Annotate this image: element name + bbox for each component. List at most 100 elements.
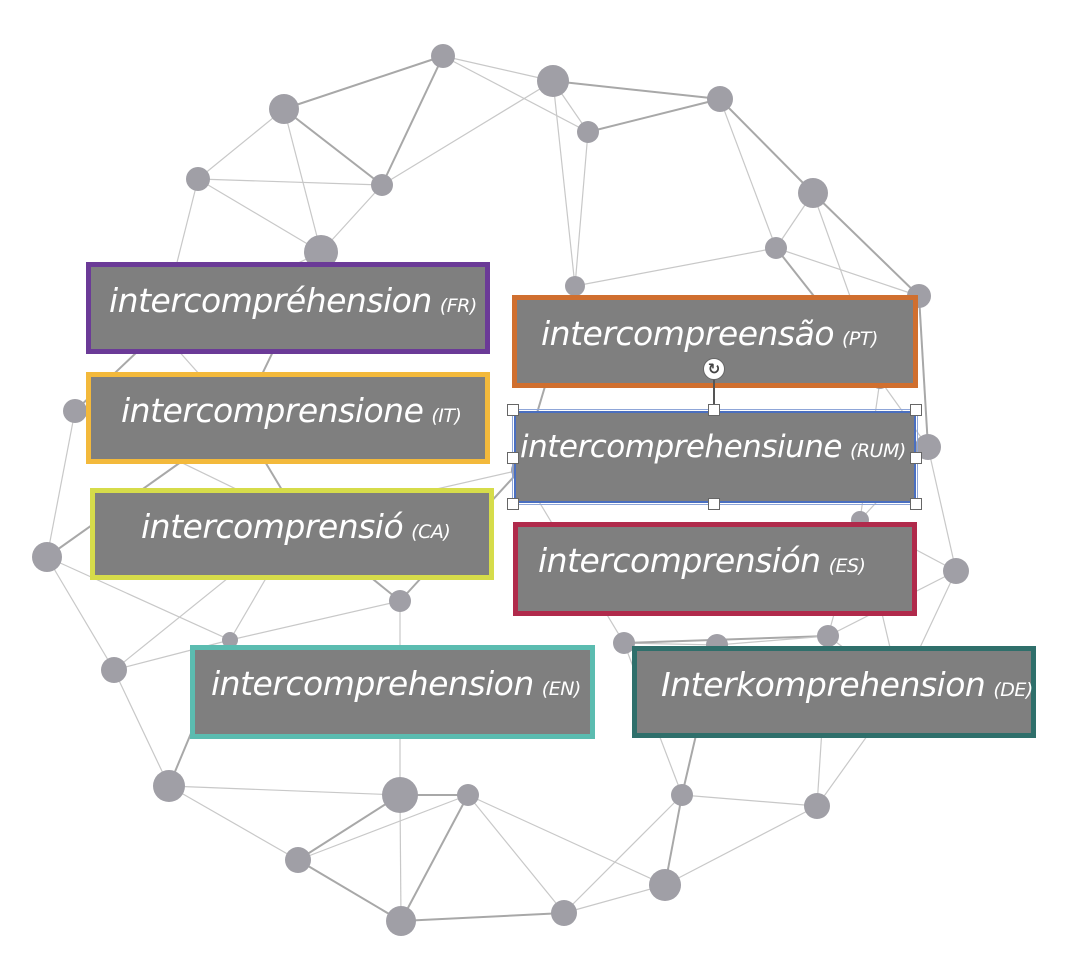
network-edge bbox=[168, 785, 299, 861]
word: intercomprensione bbox=[121, 391, 424, 430]
network-node bbox=[63, 399, 87, 423]
resize-handle-sw[interactable] bbox=[507, 498, 519, 510]
network-edge bbox=[442, 55, 554, 82]
network-edge bbox=[381, 55, 444, 186]
label-box-de[interactable]: Interkomprehension (DE) bbox=[632, 646, 1036, 738]
lang-code: (DE) bbox=[993, 679, 1033, 701]
resize-handle-e[interactable] bbox=[910, 452, 922, 464]
network-node bbox=[304, 235, 338, 269]
label-box-en[interactable]: intercomprehension (EN) bbox=[190, 645, 595, 739]
network-edge bbox=[918, 295, 929, 448]
network-node bbox=[765, 237, 787, 259]
network-node bbox=[186, 167, 210, 191]
lang-code: (PT) bbox=[842, 328, 878, 350]
rotate-handle-icon[interactable]: ↻ bbox=[703, 358, 725, 380]
network-node bbox=[804, 793, 830, 819]
network-edge bbox=[681, 794, 818, 807]
word: intercompreensão bbox=[541, 314, 835, 353]
label-box-pt[interactable]: intercompreensão (PT) bbox=[512, 295, 918, 388]
network-edge bbox=[400, 912, 565, 922]
network-node bbox=[153, 770, 185, 802]
network-node bbox=[222, 632, 238, 648]
word: intercomprensió bbox=[141, 507, 404, 546]
network-node bbox=[649, 869, 681, 901]
network-edge bbox=[297, 794, 469, 861]
network-edge bbox=[46, 556, 231, 641]
network-node bbox=[577, 121, 599, 143]
network-edge bbox=[467, 794, 565, 914]
word: Interkomprehension bbox=[661, 665, 986, 704]
rotate-handle-stem bbox=[713, 380, 715, 405]
network-node bbox=[551, 900, 577, 926]
network-node bbox=[431, 44, 455, 68]
network-edge bbox=[113, 669, 170, 787]
network-edge bbox=[563, 794, 683, 914]
network-edge bbox=[552, 80, 721, 100]
resize-handle-ne[interactable] bbox=[910, 404, 922, 416]
network-edge bbox=[400, 794, 469, 922]
network-node bbox=[613, 632, 635, 654]
word: intercomprensión bbox=[538, 541, 821, 580]
network-node bbox=[798, 178, 828, 208]
network-edge bbox=[442, 55, 589, 133]
network-edge bbox=[574, 131, 589, 287]
network-edge bbox=[297, 794, 401, 861]
network-node bbox=[371, 174, 393, 196]
network-edge bbox=[719, 98, 777, 249]
network-edge bbox=[46, 556, 115, 671]
network-edge bbox=[381, 80, 554, 186]
label-box-fr[interactable]: intercompréhension(FR) bbox=[86, 262, 490, 354]
network-node bbox=[101, 657, 127, 683]
label-box-es[interactable]: intercomprensión (ES) bbox=[513, 522, 917, 616]
network-node bbox=[285, 847, 311, 873]
lang-code: (FR) bbox=[439, 295, 477, 317]
network-edge bbox=[229, 600, 401, 641]
network-node bbox=[817, 625, 839, 647]
resize-handle-nw[interactable] bbox=[507, 404, 519, 416]
network-edge bbox=[168, 785, 401, 796]
network-edge bbox=[197, 178, 322, 253]
network-edge bbox=[719, 98, 814, 194]
lang-code: (CA) bbox=[411, 521, 451, 543]
label-box-it[interactable]: intercomprensione (IT) bbox=[86, 372, 490, 464]
network-node bbox=[382, 777, 418, 813]
resize-handle-w[interactable] bbox=[507, 452, 519, 464]
network-edge bbox=[283, 108, 322, 253]
network-edge bbox=[775, 247, 920, 297]
network-node bbox=[943, 558, 969, 584]
network-edge bbox=[716, 635, 829, 646]
network-edge bbox=[563, 884, 666, 914]
network-edge bbox=[552, 80, 576, 287]
network-edge bbox=[399, 794, 402, 922]
network-edge bbox=[46, 410, 76, 558]
resize-handle-n[interactable] bbox=[708, 404, 720, 416]
network-edge bbox=[467, 794, 666, 886]
network-edge bbox=[664, 805, 818, 886]
network-node bbox=[671, 784, 693, 806]
network-node bbox=[565, 276, 585, 296]
network-node bbox=[32, 542, 62, 572]
label-box-rum[interactable]: intercomprehensiune (RUM) bbox=[512, 409, 918, 505]
lang-code: (ES) bbox=[828, 555, 866, 577]
network-edge bbox=[574, 247, 777, 287]
network-node bbox=[269, 94, 299, 124]
network-edge bbox=[587, 98, 721, 133]
network-node bbox=[386, 906, 416, 936]
resize-handle-se[interactable] bbox=[910, 498, 922, 510]
resize-handle-s[interactable] bbox=[708, 498, 720, 510]
network-edge bbox=[197, 108, 285, 180]
label-box-ca[interactable]: intercomprensió (CA) bbox=[90, 488, 494, 580]
lang-code: (RUM) bbox=[849, 440, 906, 462]
network-node bbox=[707, 86, 733, 112]
word: intercomprehension bbox=[211, 664, 534, 703]
network-edge bbox=[297, 859, 402, 922]
network-edge bbox=[283, 55, 444, 110]
network-edge bbox=[927, 446, 957, 572]
lang-code: (EN) bbox=[541, 678, 582, 700]
network-edge bbox=[197, 178, 383, 186]
network-node bbox=[537, 65, 569, 97]
word: intercomprehensiune bbox=[520, 429, 842, 465]
network-node bbox=[389, 590, 411, 612]
network-edge bbox=[283, 108, 383, 186]
lang-code: (IT) bbox=[431, 405, 462, 427]
